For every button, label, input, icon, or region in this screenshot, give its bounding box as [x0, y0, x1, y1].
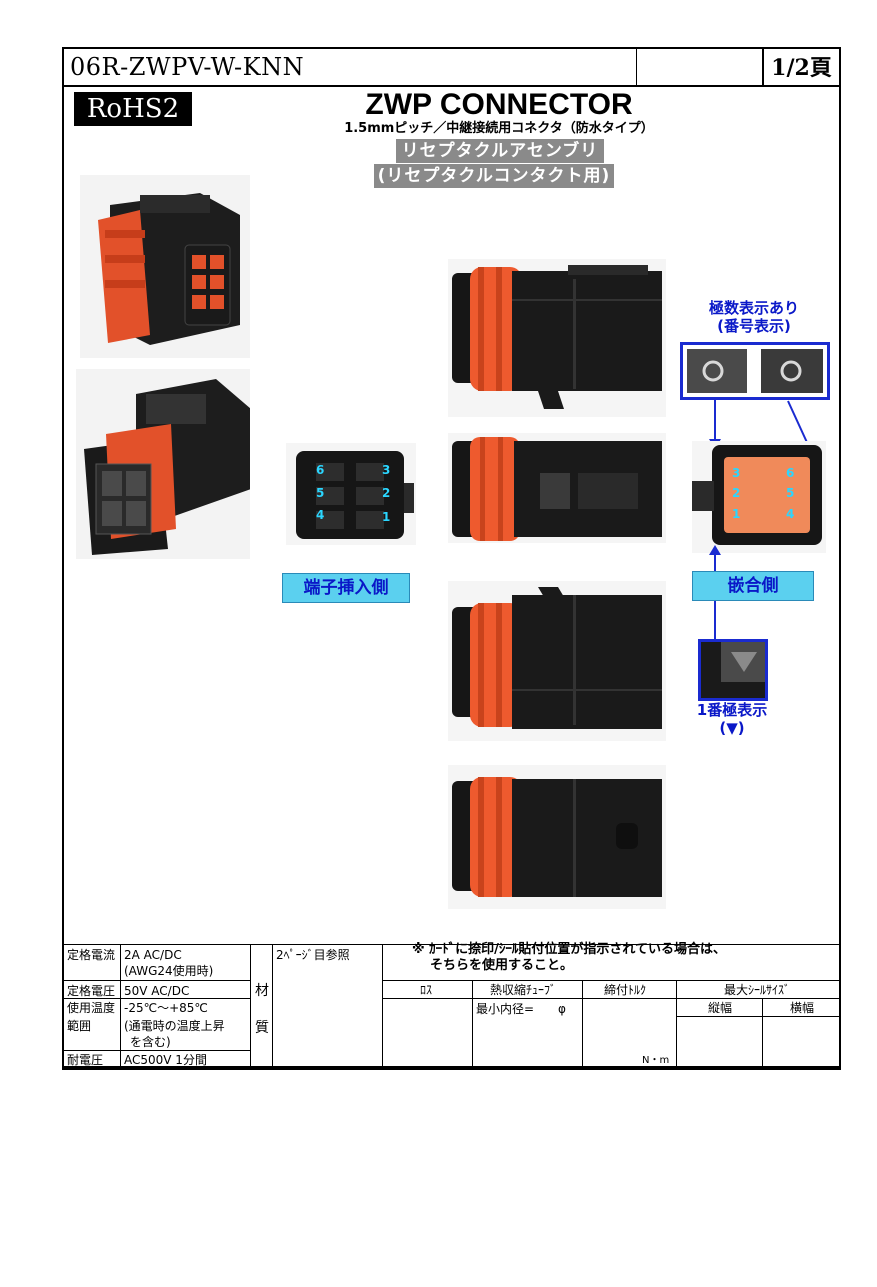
pin-number: 1 [732, 507, 741, 521]
rated-current-note: (AWG24使用時) [124, 964, 214, 978]
withstand-voltage-value: AC500V 1分間 [124, 1053, 207, 1067]
connector-photo-rear-perspective [76, 369, 251, 559]
arrow-line [714, 399, 716, 443]
marking-note: ※ ｶｰﾄﾞに捺印/ｼｰﾙ貼付位置が指示されている場合は、 そちらを使用すること… [412, 942, 726, 974]
rated-voltage-label: 定格電圧 [67, 984, 116, 998]
pin-number: 1 [382, 510, 391, 524]
col-loss: ﾛｽ [420, 983, 433, 997]
table-rule [64, 980, 250, 981]
temp-range-note-2: を含む) [130, 1035, 171, 1049]
pin1-mark-line1: 1番極表示 [696, 701, 768, 719]
pole-display-label: 極数表示あり (番号表示) [694, 299, 814, 335]
type-label-2: (リセプタクルコンタクト用) [374, 164, 614, 188]
pole-display-line2: (番号表示) [717, 317, 791, 335]
col-width: 横幅 [790, 1001, 815, 1015]
temp-range-value: -25℃～+85℃ [124, 1001, 208, 1015]
table-rule [64, 998, 250, 999]
pin-number: 5 [786, 486, 795, 500]
drawing-sheet: 06R-ZWPV-W-KNN 1/2頁 RoHS2 ZWP CONNECTOR … [62, 47, 841, 1070]
min-inner-diameter: 最小内径= φ [476, 1002, 566, 1016]
pin-number: 2 [732, 486, 741, 500]
part-number: 06R-ZWPV-W-KNN [70, 53, 305, 81]
table-rule [64, 1050, 250, 1051]
table-rule [382, 944, 383, 1068]
terminal-side-view: 6 3 5 2 4 1 [286, 443, 416, 545]
connector-side-view-rear [448, 765, 666, 909]
rated-voltage-value: 50V AC/DC [124, 984, 190, 998]
product-subtitle: 1.5mmピッチ／中継接続用コネクタ（防水タイプ） [344, 121, 654, 136]
page-number: 1/2頁 [771, 55, 832, 81]
connector-photo-front-perspective [80, 175, 250, 358]
connector-side-view-bottom [448, 581, 666, 741]
temp-range-note: (通電時の温度上昇 [124, 1019, 225, 1033]
col-max-seal: 最大ｼｰﾙｻｲｽﾞ [724, 983, 791, 997]
temp-range-label: 使用温度 [67, 1001, 116, 1015]
pin1-mark-closeup [698, 639, 768, 701]
divider [762, 49, 764, 85]
pin-number: 6 [316, 463, 325, 477]
table-top-rule [64, 944, 839, 945]
table-rule [676, 980, 677, 1068]
pin-number: 3 [732, 466, 741, 480]
table-rule [762, 998, 763, 1068]
torque-unit: N・m [642, 1055, 670, 1066]
temp-range-label-2: 範囲 [67, 1019, 92, 1033]
table-rule [272, 944, 273, 1068]
col-heat-shrink: 熱収縮ﾁｭｰﾌﾞ [490, 983, 557, 997]
divider [636, 49, 637, 85]
bottom-border [64, 1066, 839, 1070]
mating-side-label: 嵌合側 [692, 571, 814, 601]
marking-note-line1: ※ ｶｰﾄﾞに捺印/ｼｰﾙ貼付位置が指示されている場合は、 [412, 942, 727, 957]
pin-number: 4 [316, 508, 325, 522]
table-rule [120, 944, 121, 1068]
connector-side-view-top [448, 259, 666, 417]
pin1-mark-line2: (▼) [719, 719, 745, 737]
material-value: 2ﾍﾟｰｼﾞ目参照 [276, 948, 350, 962]
mating-side-view: 3 6 2 5 1 4 [692, 441, 826, 553]
table-rule [582, 980, 583, 1068]
arrow-line [714, 601, 716, 639]
type-label-1: リセプタクルアセンブリ [396, 139, 604, 163]
table-rule [472, 980, 473, 1068]
col-height: 縦幅 [708, 1001, 733, 1015]
title-bar: 06R-ZWPV-W-KNN 1/2頁 [64, 49, 839, 87]
rated-current-value: 2A AC/DC [124, 948, 182, 962]
rated-current-label: 定格電流 [67, 948, 116, 962]
col-torque: 締付ﾄﾙｸ [604, 983, 647, 997]
table-rule [382, 998, 839, 999]
pin-number: 5 [316, 486, 325, 500]
pole-number-closeup [680, 342, 830, 400]
table-rule [250, 944, 251, 1068]
arrow-line [714, 553, 716, 571]
pin-number: 4 [786, 507, 795, 521]
pin-number: 2 [382, 486, 391, 500]
pin-number: 6 [786, 466, 795, 480]
material-label: 材 [255, 983, 269, 999]
terminal-side-label: 端子挿入側 [282, 573, 410, 603]
table-rule [676, 1016, 839, 1017]
product-title: ZWP CONNECTOR [365, 88, 633, 121]
withstand-voltage-label: 耐電圧 [67, 1053, 104, 1067]
marking-note-line2: そちらを使用すること。 [430, 958, 574, 973]
material-label-2: 質 [255, 1020, 269, 1036]
table-rule [382, 980, 839, 981]
pin1-mark-label: 1番極表示 (▼) [682, 701, 782, 737]
pole-display-line1: 極数表示あり [708, 299, 799, 317]
arrow-head [709, 545, 721, 555]
connector-side-view-top-down [448, 433, 666, 543]
pin-number: 3 [382, 463, 391, 477]
rohs-badge: RoHS2 [74, 92, 192, 126]
